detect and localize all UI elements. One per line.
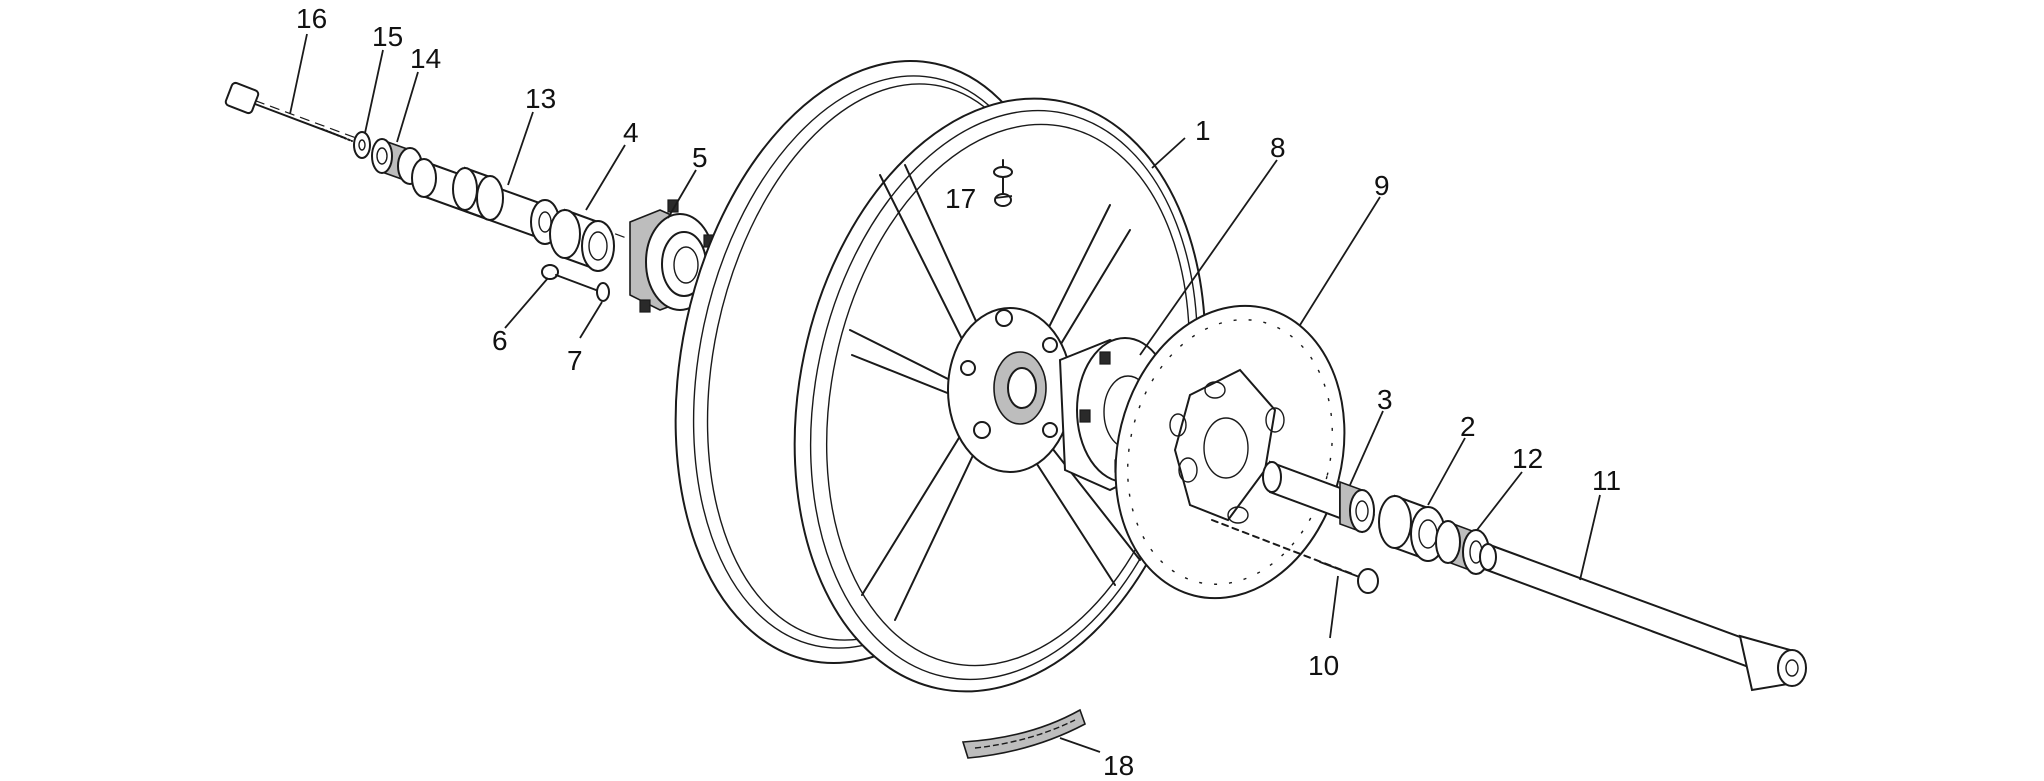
part-18-sticker [961,708,1086,759]
callout-13: 13 [525,83,556,114]
part-4-bearing [549,208,615,272]
callout-15: 15 [372,21,403,52]
callout-6: 6 [492,325,508,356]
part-13-sleeve [411,158,560,245]
part-2-bearing [1378,494,1446,562]
leader-lines [289,33,1601,753]
callout-16: 16 [296,3,327,34]
part-12-spacer [1435,520,1490,575]
callout-11: 11 [1592,465,1621,496]
callout-5: 5 [692,142,708,173]
callout-18: 18 [1103,750,1134,781]
callout-1: 1 [1195,115,1211,146]
part-9-brake-disc [1114,304,1346,600]
callout-4: 4 [623,117,639,148]
callout-3: 3 [1377,384,1393,415]
part-16-axle-bolt [224,81,353,142]
part-7-washer [596,282,610,302]
part-6-bolt [541,264,597,291]
callout-8: 8 [1270,132,1286,163]
part-10-disc-bolt [1211,519,1379,594]
callout-17: 17 [945,183,976,214]
part-15-washer [353,131,371,159]
part-11-axle [1479,543,1807,692]
callout-2: 2 [1460,411,1476,442]
callout-12: 12 [1512,443,1543,474]
part-3-spacer [1262,460,1375,534]
callout-14: 14 [410,43,441,74]
callout-labels: 1 2 3 4 5 6 7 8 9 10 11 12 13 14 15 16 1… [296,3,1621,781]
callout-10: 10 [1308,650,1339,681]
callout-7: 7 [567,345,583,376]
part-1-wheel-rim [674,60,1207,693]
callout-9: 9 [1374,170,1390,201]
